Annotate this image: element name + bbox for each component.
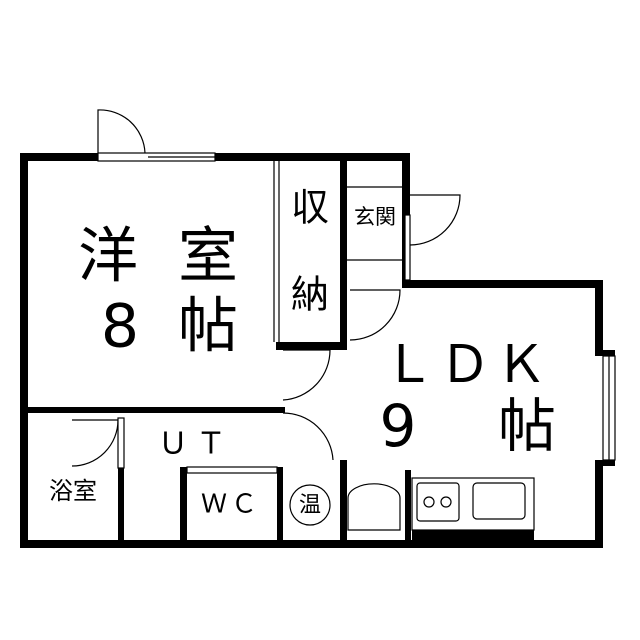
western-room-unit: 帖	[178, 292, 238, 362]
washbasin-icon	[347, 483, 401, 531]
utility-label: ＵＴ	[158, 427, 234, 462]
closet-label-2: 納	[291, 273, 329, 317]
water-heater-label: 温	[299, 493, 321, 518]
doors-windows	[71, 109, 616, 474]
ldk-size: 9	[380, 392, 417, 460]
ldk-unit: 帖	[498, 392, 556, 460]
sink-icon	[472, 482, 526, 520]
bath-label: 浴室	[49, 477, 97, 505]
western-room-label-1: 洋	[78, 222, 138, 292]
closet-label-1: 収	[291, 186, 329, 230]
room-labels: 洋 室 8 帖 収 納 玄関 ＬＤＫ 9 帖 ＵＴ 浴室 ＷＣ 温	[49, 186, 556, 520]
ldk-label: ＬＤＫ	[383, 335, 551, 395]
toilet-label: ＷＣ	[201, 490, 261, 520]
stove-icon	[416, 482, 460, 522]
western-room-size: 8	[101, 292, 139, 362]
western-room-label-2: 室	[178, 222, 238, 292]
entrance-label: 玄関	[354, 205, 396, 229]
fixtures	[289, 477, 535, 531]
water-heater-circle	[289, 484, 331, 526]
